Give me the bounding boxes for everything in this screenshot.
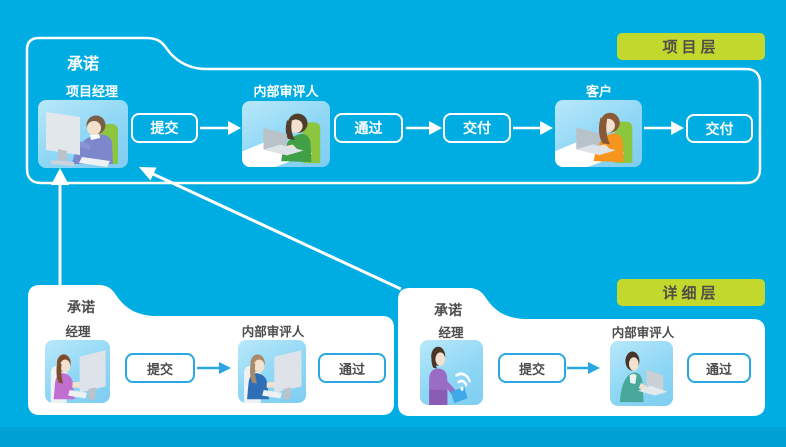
arrow-left-panel-to-manager xyxy=(51,168,69,287)
project-layer-badge: 项目层 xyxy=(617,33,765,60)
internal-reviewer-illustration xyxy=(242,101,330,167)
person-at-monitor-icon xyxy=(244,350,302,403)
detail-left-manager-label: 经理 xyxy=(65,325,91,339)
detail-left-manager-illustration xyxy=(45,340,110,403)
internal-reviewer-label: 内部审评人 xyxy=(253,84,319,99)
arrow-right-panel-to-manager xyxy=(139,167,402,291)
person-at-laptop-icon xyxy=(242,113,321,167)
detail-left-folder-tab-label: 承诺 xyxy=(67,299,95,315)
detail-right-manager-illustration xyxy=(420,340,483,405)
detail-right-reviewer-illustration xyxy=(610,341,673,406)
detail-left-pass-button: 通过 xyxy=(318,353,386,383)
detail-right-pass-button: 通过 xyxy=(687,353,751,383)
detail-right-reviewer-label: 内部审评人 xyxy=(611,326,675,340)
project-folder-tab-label: 承诺 xyxy=(66,56,99,73)
project-manager-illustration xyxy=(38,100,128,168)
bottom-shade-band xyxy=(0,427,786,447)
customer-label: 客户 xyxy=(585,84,612,99)
deliver-button-2: 交付 xyxy=(686,114,753,143)
detail-left-submit-button: 提交 xyxy=(125,353,195,383)
detail-left-reviewer-label: 内部审评人 xyxy=(241,325,305,339)
arrow-pass-to-deliver xyxy=(406,121,442,135)
person-at-monitor-icon xyxy=(50,350,106,403)
arrow-customer-to-deliver xyxy=(644,121,684,135)
detail-folder-right xyxy=(398,288,765,416)
person-at-laptop-icon xyxy=(619,351,668,403)
arrow-submit-to-reviewer xyxy=(200,121,241,135)
arrow-detail-right-submit xyxy=(567,362,600,374)
pass-button: 通过 xyxy=(334,113,403,143)
detail-right-submit-button: 提交 xyxy=(498,353,566,383)
person-with-tablet-wifi-icon xyxy=(429,346,471,405)
detail-left-reviewer-illustration xyxy=(238,340,306,403)
person-at-monitor-icon xyxy=(46,112,118,167)
project-folder-outline xyxy=(25,36,762,185)
detail-layer-badge: 详细层 xyxy=(617,279,765,306)
person-at-laptop-icon xyxy=(555,112,633,167)
arrow-deliver-to-customer xyxy=(513,121,553,135)
deliver-button-1: 交付 xyxy=(443,113,511,143)
detail-right-folder-tab-label: 承诺 xyxy=(434,302,462,318)
customer-illustration xyxy=(555,100,642,167)
project-manager-label: 项目经理 xyxy=(65,84,118,99)
arrow-detail-left-submit xyxy=(197,362,231,374)
detail-right-manager-label: 经理 xyxy=(438,326,464,340)
submit-button: 提交 xyxy=(131,113,198,143)
